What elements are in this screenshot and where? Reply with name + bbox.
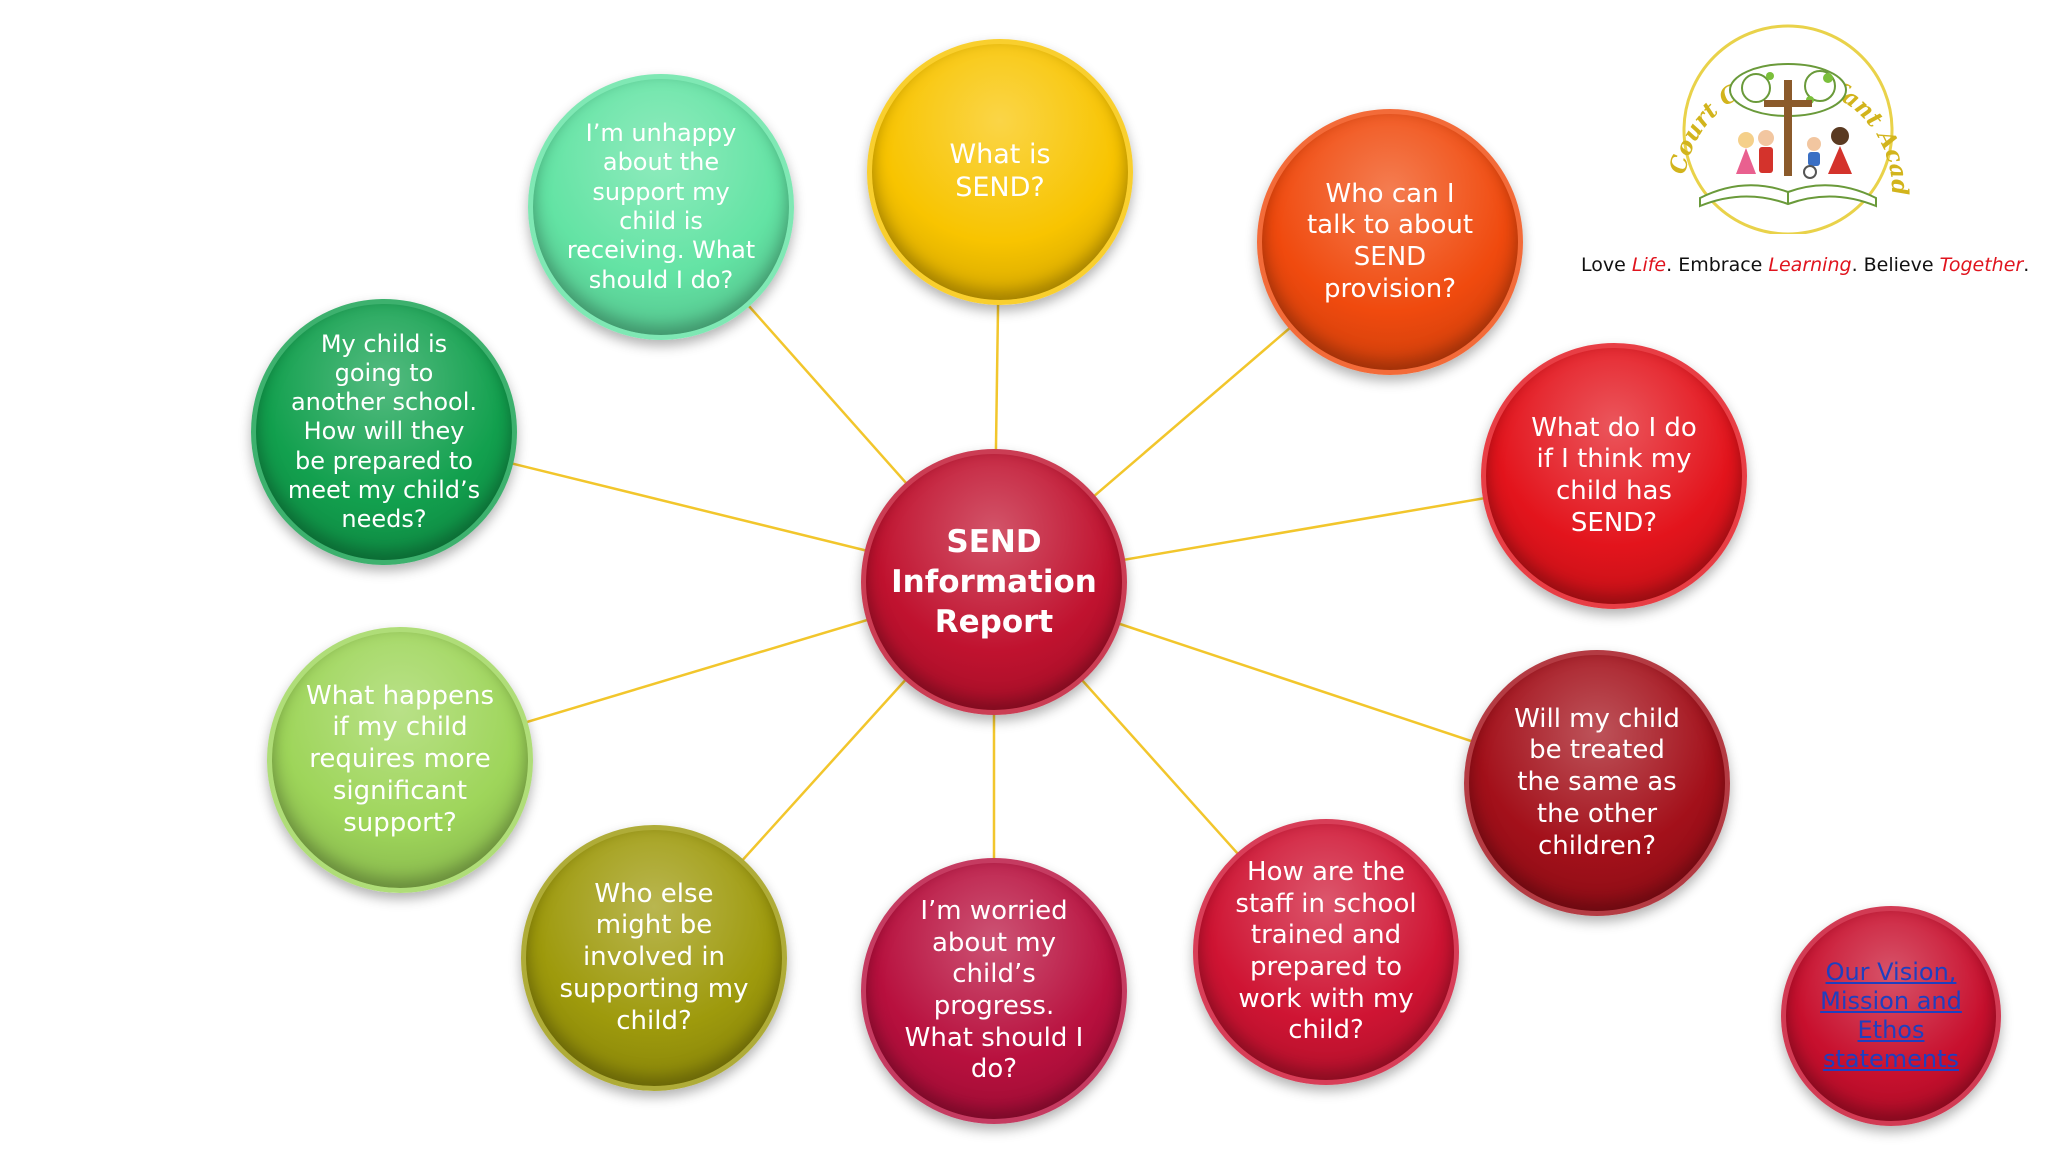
node-label: I’m worried about my child’s progress. W… [904,895,1084,1085]
node-label: Who else might be involved in supporting… [559,878,749,1036]
tagline-word-learning: Learning [1768,254,1852,276]
node-label: What happens if my child requires more s… [305,680,495,838]
node-label: Will my child be treated the same as the… [1514,703,1680,861]
tree-icon [1729,63,1847,117]
node-label: My child is going to another school. How… [287,329,481,534]
tagline-end: . [2023,254,2030,276]
center-node-label: SEND Information Report [891,523,1097,641]
node-label: What do I do if I think my child has SEN… [1531,412,1697,538]
node-who-can-i-talk-to[interactable]: Who can I talk to about SEND provision? [1257,109,1523,375]
tagline-word-together: Together [1939,254,2024,276]
tagline-word-embrace: . Embrace [1666,254,1769,276]
node-label: I’m unhappy about the support my child i… [566,119,756,294]
cross-icon [1764,80,1812,176]
node-staff-trained[interactable]: How are the staff in school trained and … [1193,819,1459,1085]
vision-link-label: Our Vision, Mission and Ethos statements [1820,958,1962,1073]
vision-mission-ethos-link[interactable]: Our Vision, Mission and Ethos statements [1781,906,2001,1126]
node-who-else-involved[interactable]: Who else might be involved in supporting… [521,825,787,1091]
tagline: Love Life. Embrace Learning. Believe Tog… [1581,254,2029,276]
tagline-word-believe: . Believe [1851,254,1940,276]
node-treated-the-same[interactable]: Will my child be treated the same as the… [1464,650,1730,916]
node-what-do-i-do[interactable]: What do I do if I think my child has SEN… [1481,343,1747,609]
tagline-word-love: Love [1581,254,1632,276]
node-worried-about-progress[interactable]: I’m worried about my child’s progress. W… [861,858,1127,1124]
node-label: How are the staff in school trained and … [1235,856,1417,1046]
open-book-icon [1699,184,1877,208]
node-label: What is SEND? [949,139,1051,203]
children-icon [1736,127,1852,179]
node-another-school[interactable]: My child is going to another school. How… [251,299,517,565]
node-label: Who can I talk to about SEND provision? [1306,178,1474,304]
node-unhappy-about-support[interactable]: I’m unhappy about the support my child i… [528,74,794,340]
tagline-word-life: Life [1631,254,1667,276]
center-node-send-information-report[interactable]: SEND Information Report [861,449,1127,715]
node-what-is-send[interactable]: What is SEND? [867,39,1133,305]
node-significant-support[interactable]: What happens if my child requires more s… [267,627,533,893]
school-logo: Field Court C of E Infant Academy [1660,8,1913,234]
